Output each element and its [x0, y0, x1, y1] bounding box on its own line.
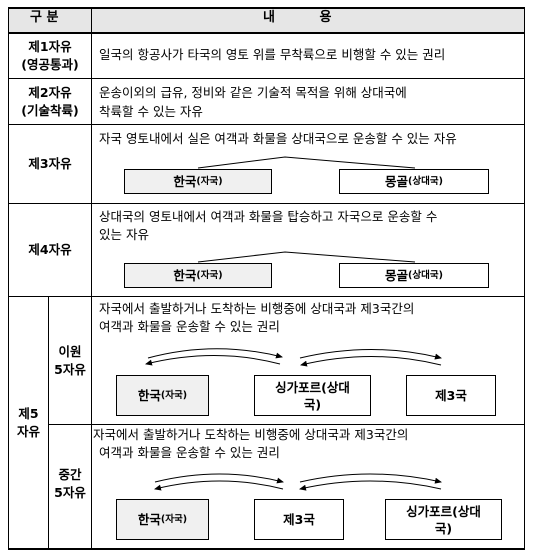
border-row1-bottom [8, 78, 525, 79]
row2-label: 제2자유 (기술착륙) [21, 85, 79, 118]
border-top [8, 7, 525, 9]
row2-text-line2: 착륙할 수 있는 자유 [99, 104, 203, 119]
row5a-box-singapore: 싱가포르(상대 국) [254, 375, 371, 416]
border-row4-bottom [8, 296, 525, 297]
row3-box-mongolia: 몽골(상대국) [339, 169, 489, 194]
row3-route-line [197, 156, 416, 169]
border-right [524, 7, 525, 550]
row5b-text-line1: 자국에서 출발하거나 도착하는 비행중에 상대국과 제3국간의 [93, 427, 409, 442]
border-row2-bottom [8, 124, 525, 125]
row5b-arrow-1 [154, 473, 284, 484]
row1-text: 일국의 항공사가 타국의 영토 위를 무착륙으로 비행할 수 있는 권리 [99, 47, 446, 62]
row5a-label: 이원 5자유 [54, 344, 86, 377]
row3-box-korea: 한국(자국) [124, 169, 272, 194]
row5a-arrow-2 [145, 355, 281, 366]
row3-text: 자국 영토내에서 실은 여객과 화물을 상대국으로 운송할 수 있는 자유 [99, 131, 457, 146]
row4-box-korea: 한국(자국) [124, 263, 272, 288]
header-category: 구 분 [30, 10, 59, 25]
row5b-text-line2: 여객과 화물을 운송할 수 있는 권리 [99, 445, 280, 460]
row5b-arrow-3 [299, 473, 442, 484]
border-row5a-bottom [48, 424, 525, 425]
row5b-box-third-country: 제3국 [254, 499, 344, 540]
border-row3-bottom [8, 203, 525, 204]
border-left [8, 7, 9, 550]
border-bottom [8, 548, 525, 550]
row4-label: 제4자유 [28, 242, 72, 257]
row5b-arrow-2 [154, 480, 284, 491]
header-content: 내 용 [263, 10, 332, 25]
border-header-bottom [8, 32, 525, 34]
row5a-arrow-3 [299, 349, 442, 360]
header-row [8, 7, 525, 33]
row5a-text-line2: 여객과 화물을 운송할 수 있는 권리 [99, 319, 280, 334]
row5a-arrow-1 [147, 348, 283, 359]
row4-box-mongolia: 몽골(상대국) [339, 263, 489, 288]
row5b-arrow-4 [299, 480, 442, 491]
row5b-box-singapore: 싱가포르(상대 국) [385, 499, 502, 540]
row5b-label: 중간 5자유 [54, 467, 86, 500]
row4-text-line2: 있는 자유 [99, 227, 149, 242]
row4-route-line [197, 251, 416, 263]
row4-text-line1: 상대국의 영토내에서 여객과 화물을 탑승하고 자국으로 운송할 수 [99, 209, 438, 224]
row2-text-line1: 운송이외의 급유, 정비와 같은 기술적 목적을 위해 상대국에 [99, 85, 407, 100]
row3-label: 제3자유 [28, 156, 72, 171]
row5a-text-line1: 자국에서 출발하거나 도착하는 비행중에 상대국과 제3국간의 [99, 301, 415, 316]
row1-label: 제1자유 (영공통과) [21, 39, 79, 72]
row5b-box-korea: 한국(자국) [116, 499, 209, 540]
border-subcol-divider [48, 296, 49, 550]
row5a-arrow-4 [300, 356, 442, 367]
row5a-box-korea: 한국(자국) [116, 375, 209, 416]
row5a-box-third-country: 제3국 [406, 375, 496, 416]
row5-group-label: 제5 자유 [16, 406, 40, 439]
border-col-divider [91, 7, 92, 550]
